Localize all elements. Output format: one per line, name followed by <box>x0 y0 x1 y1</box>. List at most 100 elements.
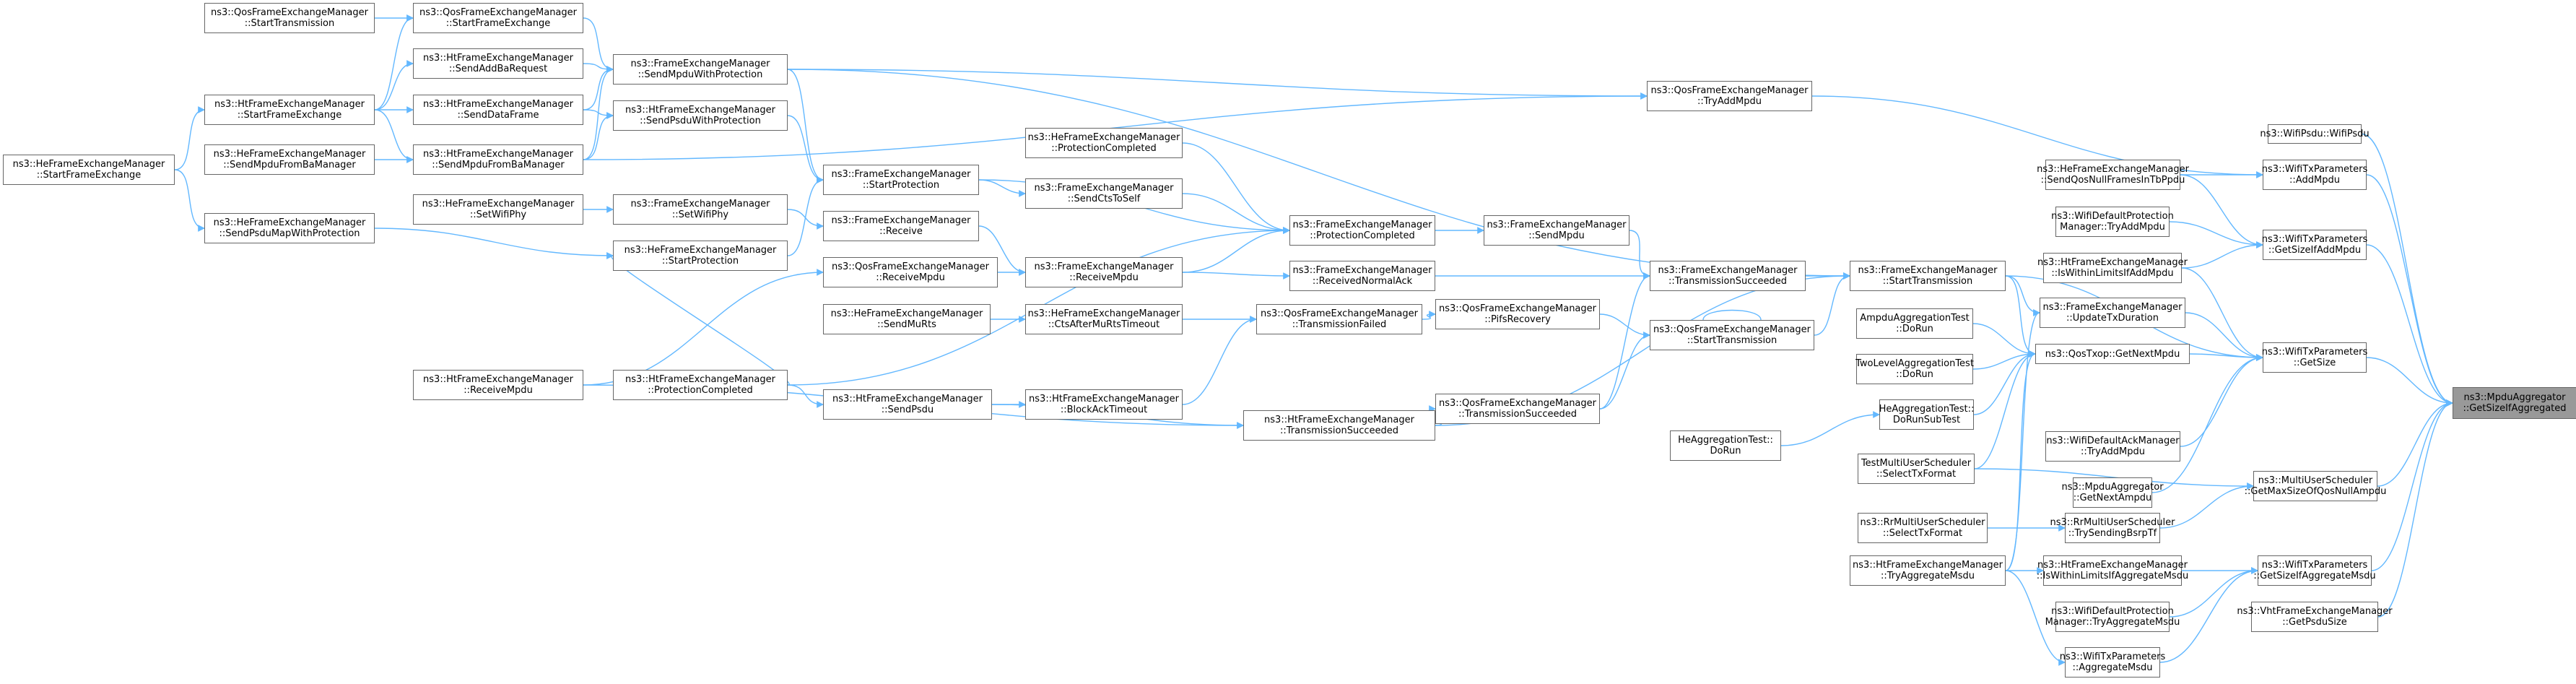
node-htProtCompleted[interactable]: ns3::HtFrameExchangeManager::ProtectionC… <box>613 370 788 400</box>
node-qosFemStartTx[interactable]: ns3::QosFrameExchangeManager::StartTrans… <box>204 3 375 33</box>
edge-txpAddMpdu-to-root <box>2366 174 2453 407</box>
node-wifiPsdu[interactable]: ns3::WifiPsdu::WifiPsdu <box>2260 124 2370 144</box>
node-qosTxSucceeded[interactable]: ns3::QosFrameExchangeManager::Transmissi… <box>1435 394 1600 424</box>
node-label-line: ::ProtectionCompleted <box>1051 143 1157 154</box>
node-qosRecvMpdu[interactable]: ns3::QosFrameExchangeManager::ReceiveMpd… <box>823 257 998 287</box>
node-femSendMpduWithProt[interactable]: ns3::FrameExchangeManager::SendMpduWithP… <box>613 54 788 85</box>
node-femStartProt[interactable]: ns3::FrameExchangeManager::StartProtecti… <box>823 165 979 195</box>
node-rrSelectTxFormat[interactable]: ns3::RrMultiUserScheduler::SelectTxForma… <box>1858 513 1988 543</box>
node-wdaTryAddMpdu[interactable]: ns3::WifiDefaultAckManager::TryAddMpdu <box>2045 431 2180 462</box>
node-heSendPsduMap[interactable]: ns3::HeFrameExchangeManager::SendPsduMap… <box>204 213 375 243</box>
node-htSendDataFrame[interactable]: ns3::HtFrameExchangeManager::SendDataFra… <box>413 95 583 125</box>
node-htSendPsdu[interactable]: ns3::HtFrameExchangeManager::SendPsdu <box>823 389 992 420</box>
node-femSendCtsToSelf[interactable]: ns3::FrameExchangeManager::SendCtsToSelf <box>1025 178 1183 209</box>
node-qosTxopGetNextMpdu[interactable]: ns3::QosTxop::GetNextMpdu <box>2035 344 2190 364</box>
node-qosTryAddMpdu[interactable]: ns3::QosFrameExchangeManager::TryAddMpdu <box>1647 81 1812 111</box>
node-femReceive[interactable]: ns3::FrameExchangeManager::Receive <box>823 211 979 241</box>
node-label-line: ::IsWithinLimitsIfAddMpdu <box>2051 268 2174 279</box>
node-femRecvNormalAck[interactable]: ns3::FrameExchangeManager::ReceivedNorma… <box>1289 261 1435 291</box>
node-label-line: ns3::WifiTxParameters <box>2261 560 2368 571</box>
node-label-line: ns3::HtFrameExchangeManager <box>832 394 983 404</box>
node-label-line: ns3::HtFrameExchangeManager <box>1029 394 1179 404</box>
edge-femSendCtsToSelf-to-femProtCompleted <box>1182 193 1290 234</box>
node-htBlockAckTimeout[interactable]: ns3::HtFrameExchangeManager::BlockAckTim… <box>1025 389 1183 420</box>
node-htSendAddBaReq[interactable]: ns3::HtFrameExchangeManager::SendAddBaRe… <box>413 48 583 79</box>
node-htSendPsduWithProt[interactable]: ns3::HtFrameExchangeManager::SendPsduWit… <box>613 100 788 131</box>
node-txpSizeAggMsdu[interactable]: ns3::WifiTxParameters::GetSizeIfAggregat… <box>2253 555 2376 586</box>
node-heSetWifiPhy[interactable]: ns3::HeFrameExchangeManager::SetWifiPhy <box>413 194 583 225</box>
node-femSetWifiPhy[interactable]: ns3::FrameExchangeManager::SetWifiPhy <box>613 194 788 225</box>
edge-htTryAggMsdu-to-qosTxopGetNextMpdu <box>2005 350 2036 571</box>
node-htSendMpduFromBa[interactable]: ns3::HtFrameExchangeManager::SendMpduFro… <box>413 144 583 175</box>
edge-htIsWithinAddMpdu-to-txpSizeAddMpdu <box>2181 241 2263 269</box>
node-ampduTestDoRun[interactable]: AmpduAggregationTest::DoRun <box>1856 308 1973 339</box>
node-qosPifsRecovery[interactable]: ns3::QosFrameExchangeManager::PifsRecove… <box>1435 299 1600 329</box>
edge-qosTxSucceeded-to-femTxSucceeded <box>1599 272 1650 410</box>
edge-htStartFrameEx-to-qosStartFrameEx <box>374 14 414 111</box>
node-label-line: ns3::HeFrameExchangeManager <box>422 199 575 209</box>
node-twoLevelDoRun[interactable]: TwoLevelAggregationTest::DoRun <box>1855 354 1974 384</box>
node-heSendMuRts[interactable]: ns3::HeFrameExchangeManager::SendMuRts <box>823 304 991 334</box>
node-heProtCompleted[interactable]: ns3::HeFrameExchangeManager::ProtectionC… <box>1025 128 1183 158</box>
edge-femStartProt-to-femSendCtsToSelf <box>978 179 1026 197</box>
node-label-line: ns3::FrameExchangeManager <box>831 215 971 226</box>
node-txpAggMsdu[interactable]: ns3::WifiTxParameters::AggregateMsdu <box>2060 647 2165 677</box>
node-label-line: ::Receive <box>879 226 923 237</box>
node-femRecvMpdu[interactable]: ns3::FrameExchangeManager::ReceiveMpdu <box>1025 257 1183 287</box>
node-htRecvMpdu[interactable]: ns3::HtFrameExchangeManager::ReceiveMpdu <box>413 370 583 400</box>
node-label-line: ns3::QosFrameExchangeManager <box>831 261 989 272</box>
node-heCtsAfterMuRts[interactable]: ns3::HeFrameExchangeManager::CtsAfterMuR… <box>1025 304 1183 334</box>
edge-htSendDataFrame-to-femSendMpduWithProt <box>583 66 614 111</box>
node-label-line: ns3::HeFrameExchangeManager <box>1027 132 1180 143</box>
node-femProtCompleted[interactable]: ns3::FrameExchangeManager::ProtectionCom… <box>1289 215 1435 246</box>
node-testMuSelectTxFormat[interactable]: TestMultiUserScheduler::SelectTxFormat <box>1858 454 1975 484</box>
node-label-line: ::SendPsduMapWithProtection <box>219 228 360 239</box>
node-heAggDoRun[interactable]: HeAggregationTest::DoRun <box>1670 430 1781 461</box>
node-muGetMaxSize[interactable]: ns3::MultiUserScheduler::GetMaxSizeOfQos… <box>2245 471 2386 501</box>
node-mpduGetNextAmpdu[interactable]: ns3::MpduAggregator::GetNextAmpdu <box>2061 477 2164 508</box>
node-txpAddMpdu[interactable]: ns3::WifiTxParameters::AddMpdu <box>2262 160 2367 190</box>
node-label-line: TwoLevelAggregationTest <box>1855 358 1974 369</box>
node-label-line: ::ReceiveMpdu <box>1069 272 1139 283</box>
edge-vhtGetPsduSize-to-root <box>2377 399 2453 618</box>
node-qosStartTx[interactable]: ns3::QosFrameExchangeManager::StartTrans… <box>1650 320 1814 350</box>
node-femSendMpdu[interactable]: ns3::FrameExchangeManager::SendMpdu <box>1484 215 1629 246</box>
node-vhtGetPsduSize[interactable]: ns3::VhtFrameExchangeManager::GetPsduSiz… <box>2237 602 2393 632</box>
node-femTxSucceeded[interactable]: ns3::FrameExchangeManager::TransmissionS… <box>1650 261 1806 291</box>
node-label-line: ::PifsRecovery <box>1484 314 1551 325</box>
edge-heSendPsduMap-to-heStartProt <box>374 228 614 259</box>
node-qosStartFrameEx[interactable]: ns3::QosFrameExchangeManager::StartFrame… <box>413 3 583 33</box>
node-heStartFrameEx[interactable]: ns3::HeFrameExchangeManager::StartFrameE… <box>3 155 175 185</box>
node-label-line: ns3::RrMultiUserScheduler <box>2050 517 2175 528</box>
node-htTxSucceeded[interactable]: ns3::HtFrameExchangeManager::Transmissio… <box>1243 410 1435 441</box>
node-label-line: ns3::MultiUserScheduler <box>2258 475 2373 486</box>
node-htIsWithinAddMpdu[interactable]: ns3::HtFrameExchangeManager::IsWithinLim… <box>2037 253 2188 283</box>
node-txpGetSize[interactable]: ns3::WifiTxParameters::GetSize <box>2262 342 2367 373</box>
node-heAggDoRunSubTest[interactable]: HeAggregationTest::DoRunSubTest <box>1879 399 1974 430</box>
edge-htSendMpduFromBa-to-htSendPsduWithProt <box>583 112 614 160</box>
node-label-line: ns3::WifiDefaultAckManager <box>2046 436 2180 446</box>
edge-htBlockAckTimeout-to-qosTxFailed <box>1182 316 1257 405</box>
node-label-line: ::GetNextAmpdu <box>2073 493 2152 503</box>
node-htTryAggMsdu[interactable]: ns3::HtFrameExchangeManager::TryAggregat… <box>1850 555 2006 586</box>
node-label-line: ::TransmissionFailed <box>1292 319 1387 330</box>
node-label-line: ::TryAddMpdu <box>2081 446 2145 457</box>
node-label-line: ::TryAddMpdu <box>1697 96 1762 107</box>
node-femStartTx[interactable]: ns3::FrameExchangeManager::StartTransmis… <box>1850 261 2006 291</box>
node-qosTxFailed[interactable]: ns3::QosFrameExchangeManager::Transmissi… <box>1256 304 1422 334</box>
node-label-line: ns3::HtFrameExchangeManager <box>423 99 573 110</box>
node-heSendQosNull[interactable]: ns3::HeFrameExchangeManager::SendQosNull… <box>2037 160 2189 190</box>
node-femUpdateTxDur[interactable]: ns3::FrameExchangeManager::UpdateTxDurat… <box>2040 298 2185 328</box>
node-label-line: ::GetSizeIfAggregateMsdu <box>2253 571 2376 581</box>
node-txpSizeAddMpdu[interactable]: ns3::WifiTxParameters::GetSizeIfAddMpdu <box>2262 230 2367 260</box>
node-heSendMpduFromBa[interactable]: ns3::HeFrameExchangeManager::SendMpduFro… <box>204 144 375 175</box>
node-rrTrySendingBsrpTf[interactable]: ns3::RrMultiUserScheduler::TrySendingBsr… <box>2050 513 2175 543</box>
edge-femSendMpduWithProt-to-femStartProt <box>787 69 824 183</box>
node-label-line: HeAggregationTest:: <box>1879 404 1975 415</box>
node-htIsWithinAggMsdu[interactable]: ns3::HtFrameExchangeManager::IsWithinLim… <box>2037 555 2188 586</box>
edge-htTryAggMsdu-to-txpAggMsdu <box>2005 570 2066 666</box>
node-htStartFrameEx[interactable]: ns3::HtFrameExchangeManager::StartFrameE… <box>204 95 375 125</box>
node-heStartProt[interactable]: ns3::HeFrameExchangeManager::StartProtec… <box>613 241 788 271</box>
